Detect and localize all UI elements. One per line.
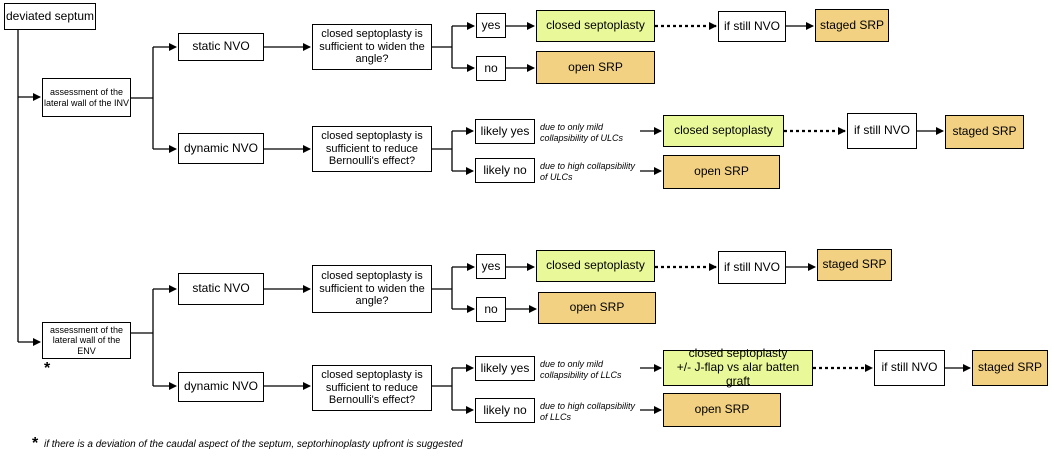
footnote-text: if there is a deviation of the caudal as… bbox=[44, 439, 463, 450]
dynamic-no-note-inv: due to high collapsibility of ULCs bbox=[540, 161, 636, 182]
assessment-inv-node: assessment of the lateral wall of the IN… bbox=[42, 78, 131, 117]
dynamic-staged-srp-inv-node: staged SRP bbox=[945, 115, 1024, 149]
assessment-env-node: assessment of the lateral wall of the EN… bbox=[42, 322, 131, 359]
dynamic-if-still-nvo-env-node: if still NVO bbox=[874, 350, 945, 386]
dynamic-yes-note-inv: due to only mild collapsibility of ULCs bbox=[540, 122, 624, 143]
static-staged-srp-inv-node: staged SRP bbox=[815, 9, 889, 42]
dynamic-staged-srp-env-node: staged SRP bbox=[972, 350, 1048, 386]
static-if-still-nvo-env-node: if still NVO bbox=[718, 251, 786, 284]
dynamic-yes-note-env: due to only mild collapsibility of LLCs bbox=[540, 359, 622, 380]
footnote-asterisk: * bbox=[32, 435, 39, 452]
static-question-inv-node: closed septoplasty is sufficient to wide… bbox=[312, 24, 432, 70]
asterisk-marker: * bbox=[44, 360, 51, 377]
static-question-env-node: closed septoplasty is sufficient to wide… bbox=[312, 265, 432, 313]
static-closed-septoplasty-env-node: closed septoplasty bbox=[536, 250, 655, 282]
static-yes-env-node: yes bbox=[476, 254, 506, 279]
dynamic-question-inv-node: closed septoplasty is sufficient to redu… bbox=[312, 126, 432, 172]
static-open-srp-env-node: open SRP bbox=[538, 292, 656, 324]
dynamic-likely-yes-inv-node: likely yes bbox=[475, 119, 535, 144]
static-no-env-node: no bbox=[476, 297, 506, 322]
static-staged-srp-env-node: staged SRP bbox=[817, 249, 892, 281]
dynamic-likely-yes-env-node: likely yes bbox=[475, 356, 535, 381]
dynamic-no-note-env: due to high collapsibility of LLCs bbox=[540, 401, 636, 422]
dynamic-nvo-env-node: dynamic NVO bbox=[178, 372, 264, 402]
dynamic-open-srp-env-node: open SRP bbox=[663, 393, 781, 427]
dynamic-likely-no-inv-node: likely no bbox=[475, 158, 535, 183]
dynamic-closed-septoplasty-inv-node: closed septoplasty bbox=[663, 115, 784, 147]
static-nvo-env-node: static NVO bbox=[178, 273, 264, 305]
dynamic-nvo-inv-node: dynamic NVO bbox=[178, 133, 264, 164]
static-open-srp-inv-node: open SRP bbox=[536, 51, 655, 84]
static-nvo-inv-node: static NVO bbox=[178, 33, 264, 61]
root-node: deviated septum bbox=[4, 3, 96, 30]
dynamic-if-still-nvo-inv-node: if still NVO bbox=[847, 113, 917, 149]
static-if-still-nvo-inv-node: if still NVO bbox=[718, 11, 786, 42]
static-yes-inv-node: yes bbox=[476, 13, 506, 38]
static-closed-septoplasty-inv-node: closed septoplasty bbox=[536, 10, 655, 42]
dynamic-closed-septoplasty-env-line2: +/- J-flap vs alar batten graft bbox=[676, 360, 800, 388]
dynamic-open-srp-inv-node: open SRP bbox=[663, 155, 780, 189]
dynamic-closed-septoplasty-env-node: closed septoplasty +/- J-flap vs alar ba… bbox=[663, 346, 813, 388]
dynamic-closed-septoplasty-env-line1: closed septoplasty bbox=[688, 346, 788, 361]
dynamic-question-env-node: closed septoplasty is sufficient to redu… bbox=[312, 365, 432, 411]
dynamic-likely-no-env-node: likely no bbox=[475, 398, 535, 423]
static-no-inv-node: no bbox=[476, 56, 506, 81]
